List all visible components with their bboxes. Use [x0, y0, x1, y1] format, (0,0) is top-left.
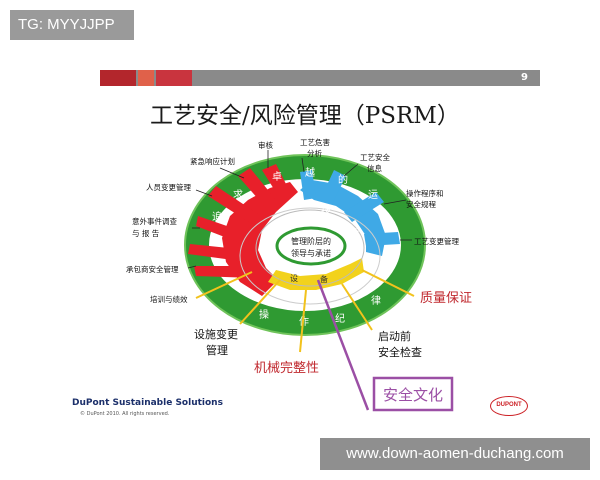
label-prestartup-2: 安全检查 — [378, 345, 422, 359]
blue-ray — [344, 192, 384, 222]
red-ray — [188, 244, 248, 262]
ring-char: 律 — [371, 294, 381, 307]
watermark-top: TG: MYYJJPP — [10, 10, 134, 40]
ring-char: 追 — [212, 210, 222, 223]
dupont-logo: DUPONT — [490, 396, 528, 416]
red-ray — [196, 216, 250, 246]
inner-guide-ring — [239, 207, 381, 305]
center-oval — [275, 226, 347, 266]
label-incident-1: 意外事件调查 — [132, 216, 177, 226]
ring-char: 作 — [299, 316, 309, 328]
blue-ray — [364, 232, 400, 246]
ring-char: 纪 — [335, 313, 345, 325]
label-training: 培训与绩效 — [150, 294, 188, 304]
green-ring-highlight — [184, 154, 426, 336]
leader-line-yellow — [239, 279, 281, 325]
leader-line-yellow — [299, 289, 307, 353]
ring-char: 操 — [259, 308, 269, 321]
label-procedures-2: 安全规程 — [406, 199, 436, 209]
leader-line — [187, 265, 197, 269]
header-color-block — [100, 70, 136, 86]
ring-char: 技 — [321, 204, 331, 217]
label-facility-change-1: 设施变更 — [194, 327, 238, 341]
label-contractor: 承包商安全管理 — [126, 264, 179, 274]
label-psi-2: 信息 — [367, 163, 382, 173]
page-number: 9 — [521, 72, 528, 83]
ring-char: 运 — [368, 189, 378, 201]
leader-line-yellow — [361, 269, 415, 297]
label-incident-2: 与 报 告 — [132, 228, 160, 238]
label-psi-1: 工艺安全 — [360, 152, 390, 162]
leader-line — [301, 157, 305, 173]
label-personnel-change: 人员变更管理 — [146, 182, 191, 192]
leader-line — [383, 199, 407, 205]
center-text-line1: 管理阶层的 — [291, 236, 331, 246]
leader-line-yellow — [341, 283, 373, 331]
yellow-sector — [268, 258, 364, 290]
label-pha-1: 工艺危害 — [300, 137, 330, 147]
red-ray — [208, 186, 258, 224]
red-ray — [262, 164, 292, 202]
red-ray — [238, 168, 276, 208]
leader-line — [343, 163, 359, 177]
ring-char: 求 — [233, 189, 243, 201]
header-color-block — [138, 70, 154, 86]
label-mechanical: 机械完整性 — [254, 361, 319, 376]
safety-culture-box — [372, 376, 454, 412]
ring-char: 备 — [320, 274, 328, 284]
red-ray — [194, 266, 254, 278]
label-pha-2: 分析 — [307, 148, 322, 158]
blue-ray — [320, 170, 346, 204]
label-audit: 审核 — [258, 140, 273, 150]
slide-header-bar: 9 — [100, 70, 540, 86]
label-emergency: 紧急响应计划 — [190, 156, 235, 166]
label-facility-change-2: 管理 — [206, 343, 228, 357]
label-tech-change: 工艺变更管理 — [414, 236, 459, 246]
footer-copyright: © DuPont 2010. All rights reserved. — [80, 411, 170, 417]
label-procedures-1: 操作程序和 — [406, 188, 444, 198]
ring-char: 越 — [305, 166, 315, 179]
inner-guide-ring — [255, 209, 365, 287]
ring-char: 术 — [351, 228, 361, 240]
center-text-line2: 领导与承诺 — [291, 248, 331, 258]
leader-line — [195, 189, 213, 197]
ring-char: 设 — [290, 273, 298, 283]
footer-company: DuPont Sustainable Solutions — [72, 398, 223, 408]
ring-char: 卓 — [272, 171, 282, 183]
blue-ray — [300, 170, 316, 200]
culture-line — [316, 279, 370, 411]
ring-char: 的 — [338, 173, 348, 186]
watermark-bottom: www.down-aomen-duchang.com — [320, 438, 590, 470]
label-prestartup-1: 启动前 — [378, 329, 411, 343]
label-safety-culture: 安全文化 — [383, 386, 443, 404]
header-color-block — [156, 70, 192, 86]
label-quality: 质量保证 — [420, 291, 472, 306]
slide-title: 工艺安全/风险管理（PSRM） — [150, 103, 460, 129]
leader-line — [219, 167, 245, 179]
leader-line-yellow — [195, 271, 253, 299]
